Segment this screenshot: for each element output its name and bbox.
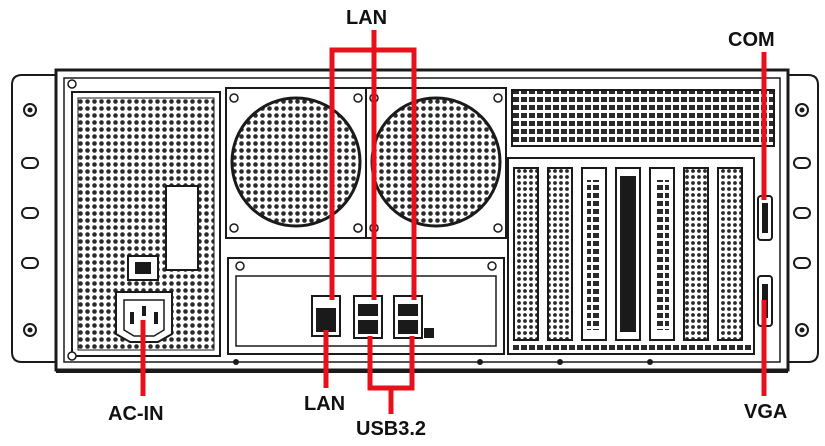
- label-usb: USB3.2: [356, 418, 427, 440]
- label-vga: VGA: [744, 401, 788, 423]
- fan-right: [365, 87, 507, 239]
- lan-usb-stack-1: [353, 295, 383, 339]
- fan-left: [225, 87, 367, 239]
- top-vent: [511, 89, 775, 147]
- power-supply: [71, 91, 221, 357]
- psu-label-plate: [165, 185, 199, 271]
- expansion-slots: [507, 157, 755, 355]
- callout-lines: [140, 30, 767, 414]
- lan-usb-stack-2: [393, 295, 423, 339]
- left-rack-ear: [11, 74, 59, 363]
- label-com: COM: [728, 29, 775, 51]
- label-lan-bottom: LAN: [304, 393, 346, 415]
- label-lan-top: LAN: [346, 7, 388, 29]
- right-rack-ear: [785, 74, 819, 363]
- label-ac-in: AC-IN: [108, 403, 164, 425]
